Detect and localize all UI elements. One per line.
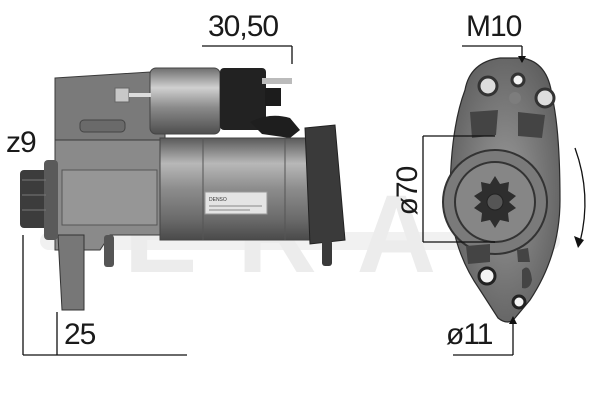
brand-label-plate xyxy=(204,191,268,215)
dimension-hole: ø11 xyxy=(446,318,493,351)
m10-arrow-icon xyxy=(518,56,526,63)
commutator-end-cap xyxy=(304,124,346,266)
rotation-arrow-icon xyxy=(574,236,584,248)
o11-arrow-icon xyxy=(509,316,517,324)
drive-housing xyxy=(54,71,166,311)
dimension-teeth: z9 xyxy=(6,126,37,159)
dimension-length: 30,50 xyxy=(208,10,279,43)
dimension-diameter: ø70 xyxy=(391,166,424,216)
dimension-lines xyxy=(22,45,586,356)
pinion-gear xyxy=(20,160,58,240)
dimension-offset: 25 xyxy=(64,318,96,351)
solenoid xyxy=(114,67,300,138)
dimension-thread: M10 xyxy=(466,10,522,43)
flange-front-view xyxy=(442,57,561,323)
motor-body: DENSO xyxy=(159,137,311,241)
brand-label: DENSO xyxy=(209,197,227,203)
